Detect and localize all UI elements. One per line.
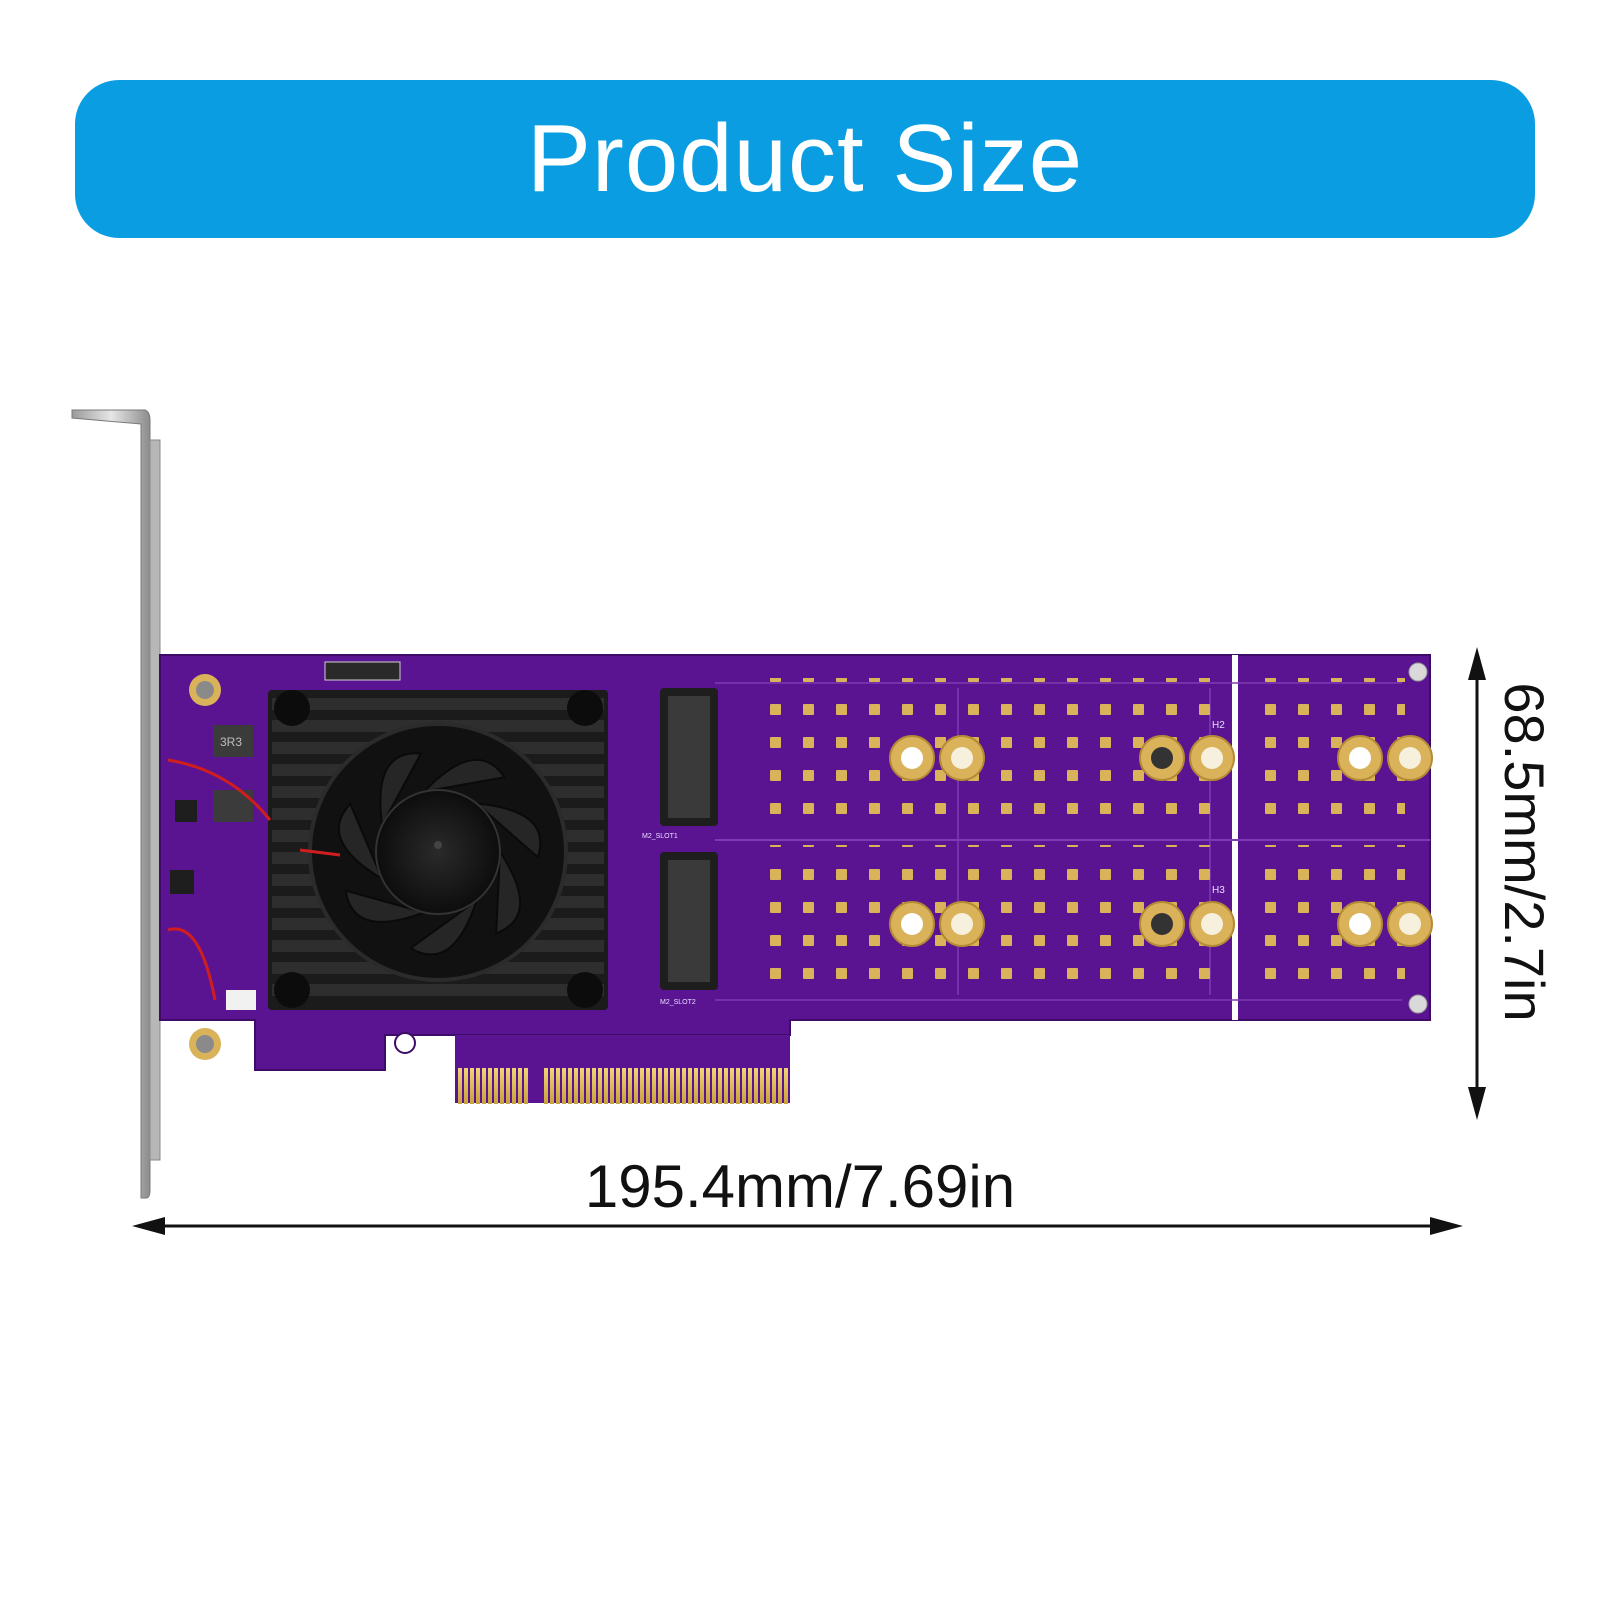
inductor-marking: 3R3 [220, 735, 242, 749]
standoffs [889, 662, 1433, 1014]
title-banner: Product Size [75, 80, 1535, 238]
m2-connector-1 [660, 688, 718, 826]
m2-pad-grid-bottom [752, 845, 1405, 997]
width-dimension-arrow [132, 1217, 1463, 1235]
h3-silkscreen: H3 [1212, 885, 1225, 896]
cooling-fan [308, 722, 568, 982]
m2-pad-grid-top [752, 678, 1405, 830]
slot2-silkscreen: M2_SLOT2 [660, 999, 696, 1006]
h2-silkscreen: H2 [1212, 720, 1225, 731]
width-dimension-label: 195.4mm/7.69in [584, 1153, 1016, 1220]
power-components: 3R3 [167, 661, 401, 1060]
banner-title: Product Size [526, 105, 1084, 212]
pcie-gold-fingers [455, 1035, 790, 1104]
height-dimension-label: 68.5mm/2.7in [1493, 682, 1556, 1022]
mounting-bracket [71, 409, 161, 1199]
m2-connector-2 [660, 852, 718, 990]
key-hole [394, 1032, 416, 1054]
slot1-silkscreen: M2_SLOT1 [642, 833, 678, 840]
height-dimension-arrow [1468, 647, 1486, 1120]
